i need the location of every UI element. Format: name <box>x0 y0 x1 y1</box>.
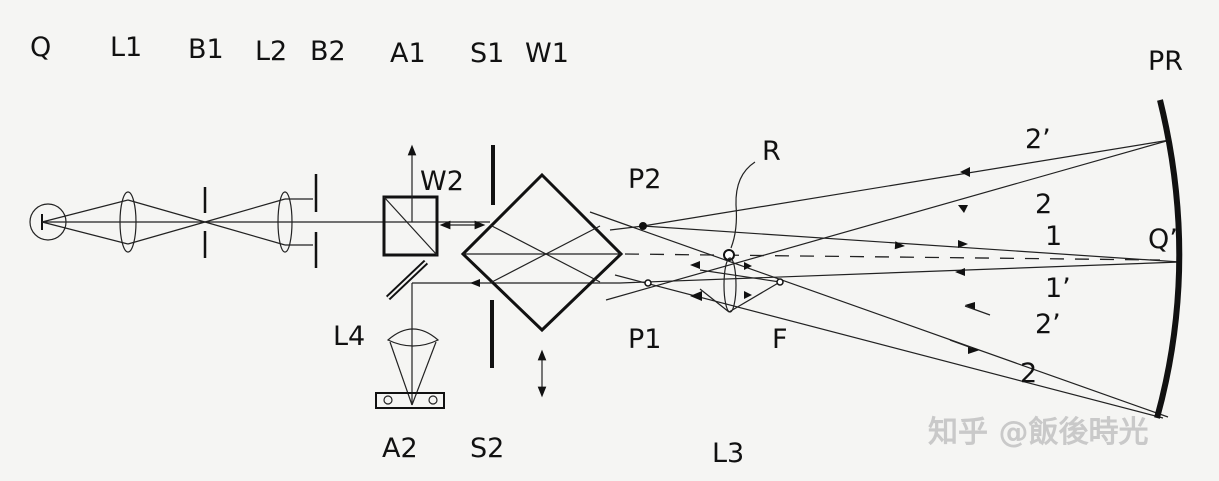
label-p2: P2 <box>628 164 661 195</box>
label-s2: S2 <box>470 433 504 464</box>
label-ray-1: 1 <box>1045 221 1062 252</box>
mirror-core <box>387 261 427 299</box>
label-l4: L4 <box>333 321 365 352</box>
label-r: R <box>762 136 781 167</box>
arrow-icon <box>470 279 480 287</box>
label-pr: PR <box>1148 46 1183 77</box>
beam-splitter-w2 <box>382 144 439 257</box>
label-ray-2prime-bottom: 2’ <box>1035 309 1061 340</box>
label-l1: L1 <box>110 32 142 63</box>
label-w1: W1 <box>525 38 569 69</box>
label-a2: A2 <box>382 433 418 464</box>
label-a1: A1 <box>390 38 426 69</box>
detector-a2 <box>375 392 445 409</box>
label-ray-2-top: 2 <box>1035 189 1052 220</box>
label-w2: W2 <box>420 166 464 197</box>
point-p2 <box>639 222 647 230</box>
label-ray-2-bottom: 2 <box>1020 358 1037 389</box>
detector-cone <box>389 341 437 406</box>
label-q: Q <box>30 32 51 63</box>
label-b2: B2 <box>310 36 346 67</box>
label-b1: B1 <box>188 34 224 65</box>
lens-l3 <box>723 257 737 313</box>
illumination-rays <box>41 198 490 246</box>
prism-w1 <box>460 172 624 398</box>
point-r <box>723 249 735 261</box>
lens-l2 <box>277 191 293 253</box>
label-s1: S1 <box>470 38 504 69</box>
measurement-rays <box>589 139 1181 419</box>
label-ray-1prime: 1’ <box>1045 273 1071 304</box>
lens-l4 <box>386 328 440 347</box>
label-p1: P1 <box>628 324 661 355</box>
label-l3: L3 <box>712 438 744 469</box>
lens-l1 <box>119 191 137 253</box>
label-l2: L2 <box>255 36 287 67</box>
point-p1 <box>644 279 652 287</box>
r-pointer <box>730 161 756 249</box>
point-f <box>776 278 784 286</box>
watermark: 知乎 @飯後時光 <box>928 415 1148 450</box>
label-f: F <box>772 324 788 355</box>
mirror-pr <box>1154 99 1183 419</box>
label-q-prime: Q’ <box>1148 224 1178 255</box>
label-ray-2prime-top: 2’ <box>1025 124 1051 155</box>
